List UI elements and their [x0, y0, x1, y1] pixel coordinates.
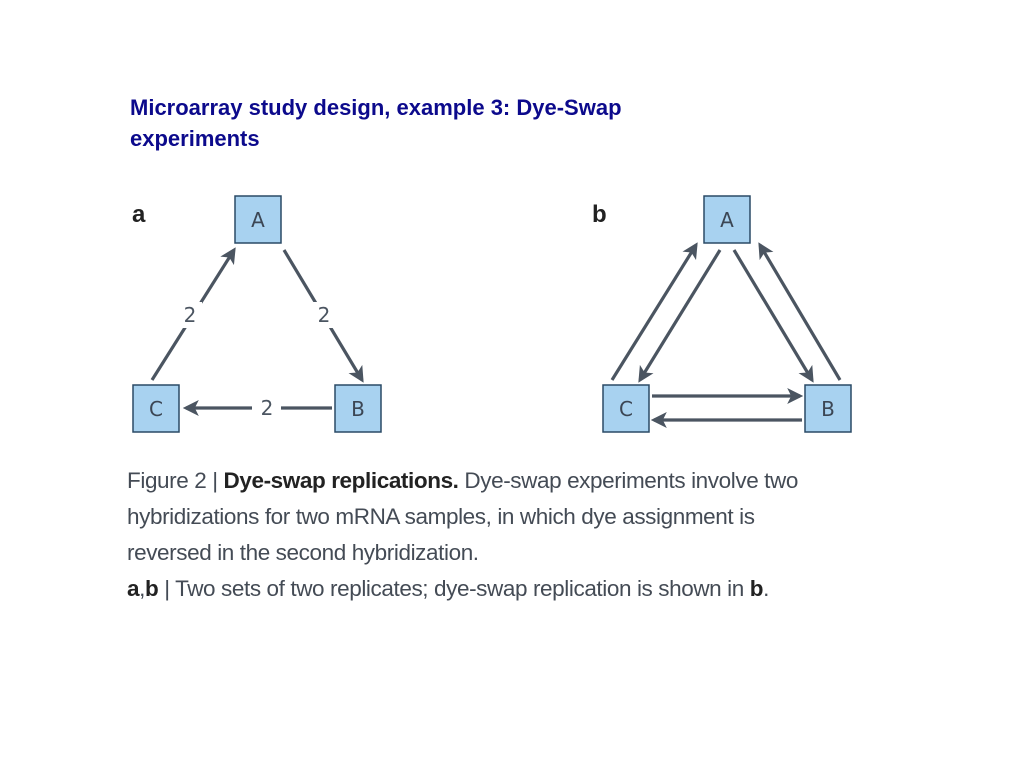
node-c-label: C [619, 397, 633, 421]
edge-count-b-c: 2 [261, 396, 274, 420]
edge-count-c-a: 2 [184, 303, 197, 327]
caption-text-2: | Two sets of two replicates; dye-swap r… [164, 576, 744, 601]
panel-b-label: b [592, 201, 607, 228]
panel-a-label: a [132, 201, 146, 228]
caption-panel-sep: , [139, 576, 145, 601]
caption-heading: Dye-swap replications. [223, 468, 459, 493]
node-c-label: C [149, 397, 163, 421]
slide-title: Microarray study design, example 3: Dye-… [130, 95, 622, 151]
panel-b: b A B C [592, 195, 852, 433]
edge-c-to-a [610, 242, 698, 381]
caption-end: . [763, 576, 769, 601]
panel-a: a 2 2 2 A B C [132, 195, 382, 433]
caption-panel-a-ref: a [127, 576, 140, 601]
node-b-label: B [821, 397, 835, 421]
figure-caption: Figure 2 | Dye-swap replications. Dye-sw… [127, 463, 827, 607]
caption-panel-b-final: b [749, 576, 764, 601]
node-a: A [703, 195, 751, 244]
caption-figure-label: Figure 2 | [127, 468, 218, 493]
node-b: B [334, 384, 382, 433]
node-c: C [602, 384, 650, 433]
caption-text-1: Dye-swap experiments involve two hybridi… [127, 468, 798, 565]
node-a: A [234, 195, 282, 244]
edge-count-a-b: 2 [318, 303, 331, 327]
dye-swap-diagram: a 2 2 2 A B C b [132, 195, 852, 433]
node-c: C [132, 384, 180, 433]
caption-panel-b-ref: b [144, 576, 159, 601]
node-a-label: A [720, 208, 734, 232]
node-b-label: B [351, 397, 365, 421]
node-a-label: A [251, 208, 265, 232]
edge-a-to-c [638, 249, 722, 383]
edge-a-to-b [732, 249, 814, 383]
edge-b-to-a [758, 242, 842, 381]
node-b: B [804, 384, 852, 433]
